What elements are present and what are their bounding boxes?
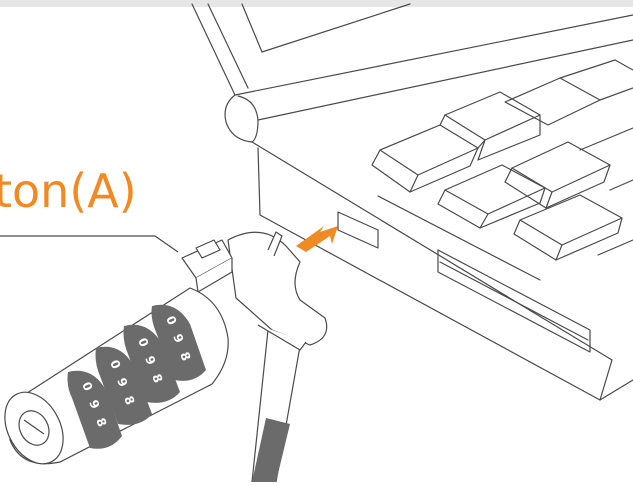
dial-digit: 9 xyxy=(114,376,130,389)
dial-digit: 0 xyxy=(135,336,151,349)
dial-digit: 8 xyxy=(93,416,109,429)
dial-digit: 9 xyxy=(86,398,102,411)
dial-digit: 0 xyxy=(107,358,123,371)
dial-digit: 9 xyxy=(142,354,158,367)
callout-label: ton(A) xyxy=(0,168,137,214)
dial-digit: 0 xyxy=(79,380,95,393)
dial-digit: 8 xyxy=(149,372,165,385)
dial-digit: 8 xyxy=(121,394,137,407)
dial-digit: 9 xyxy=(170,332,186,345)
dial-digit: 0 xyxy=(163,314,179,327)
dial-digit: 8 xyxy=(177,350,193,363)
